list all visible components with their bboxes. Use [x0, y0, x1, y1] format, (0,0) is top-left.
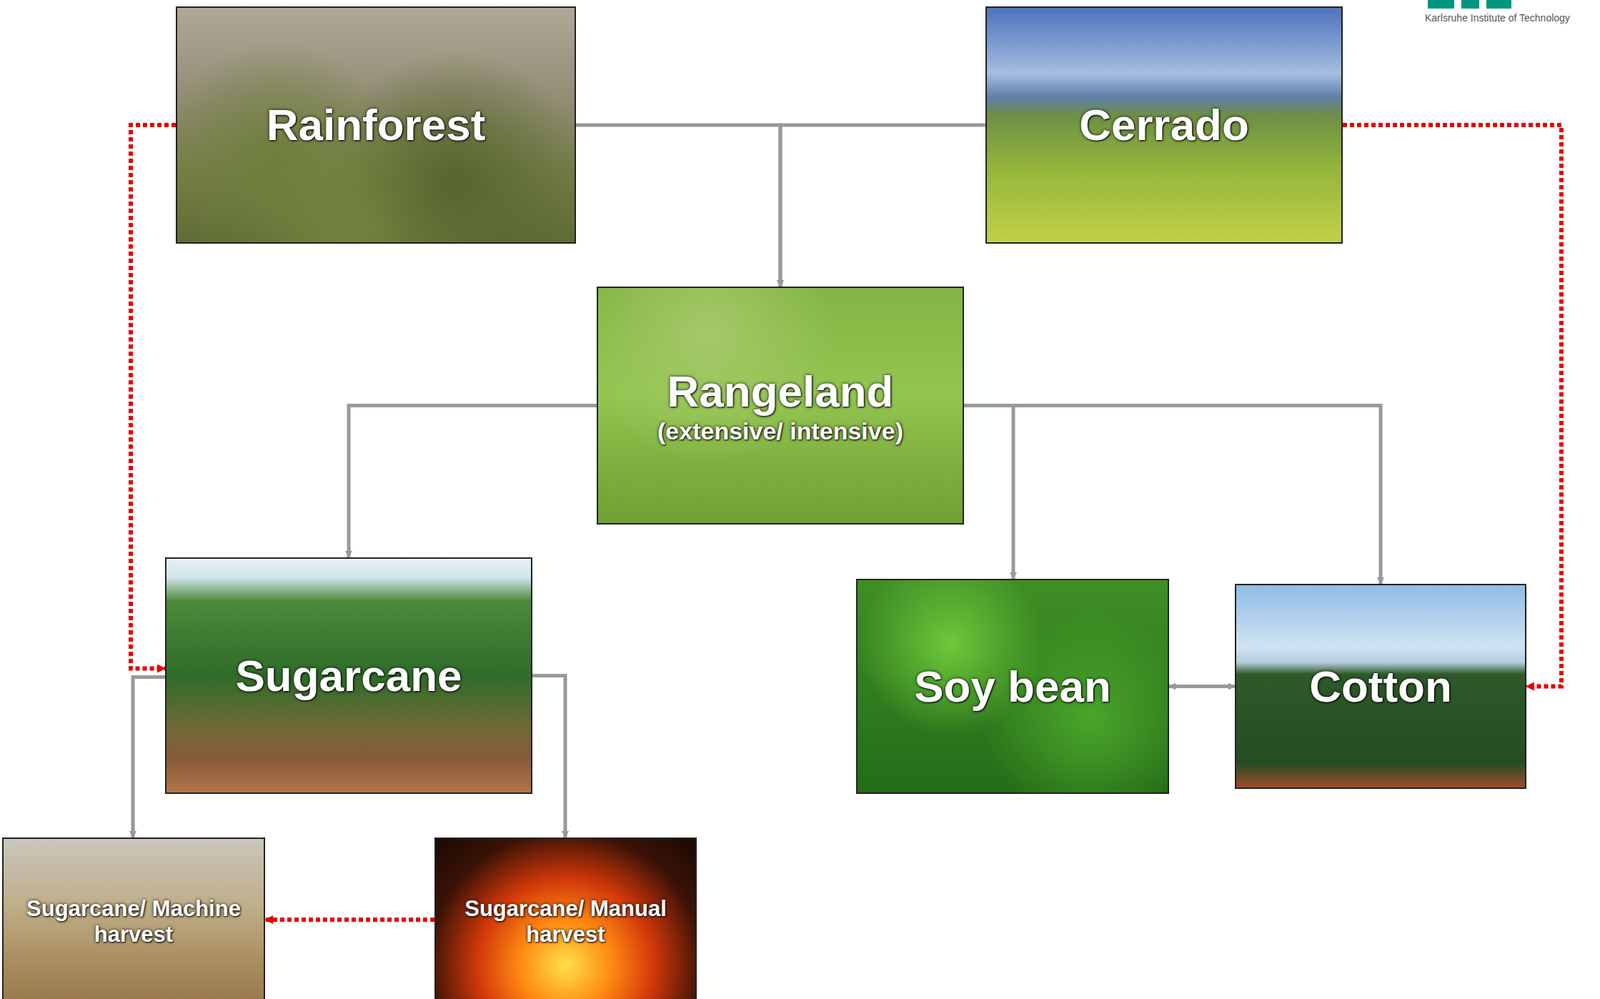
node-subtitle: (extensive/ intensive)	[657, 417, 904, 446]
flow-arrow	[780, 125, 986, 287]
node-title: Rangeland	[667, 365, 894, 417]
rainforest-box: Rainforest	[175, 6, 576, 244]
cerrado-box: Cerrado	[985, 6, 1343, 244]
flow-arrow	[1169, 684, 1235, 689]
logo-mark	[1461, 0, 1480, 9]
node-title: Rainforest	[266, 99, 486, 151]
flow-arrow	[964, 405, 1381, 585]
node-title: Cotton	[1309, 661, 1453, 712]
rangeland-box: Rangeland(extensive/ intensive)	[596, 286, 965, 525]
flow-arrow	[348, 405, 597, 559]
flow-arrow	[532, 676, 566, 839]
machine-harvest-box: Sugarcane/ Machine harvest	[2, 837, 266, 999]
manual-harvest-box: Sugarcane/ Manual harvest	[434, 837, 697, 999]
flow-arrow	[964, 405, 1014, 580]
logo-mark	[1427, 0, 1455, 9]
logo-mark	[1486, 0, 1512, 9]
cotton-box: Cotton	[1234, 583, 1527, 789]
node-title: Sugarcane/ Machine harvest	[9, 896, 258, 947]
node-title: Cerrado	[1079, 99, 1250, 151]
soybean-box: Soy bean	[856, 578, 1170, 794]
node-title: Sugarcane/ Manual harvest	[441, 896, 690, 947]
flow-arrow	[132, 677, 166, 839]
sugarcane-box: Sugarcane	[165, 557, 533, 794]
node-title: Sugarcane	[235, 650, 462, 702]
dotted-arrow	[265, 917, 435, 922]
flow-arrow	[575, 125, 781, 287]
logo-caption: Karlsruhe Institute of Technology	[1424, 12, 1570, 24]
node-title: Soy bean	[913, 661, 1112, 712]
